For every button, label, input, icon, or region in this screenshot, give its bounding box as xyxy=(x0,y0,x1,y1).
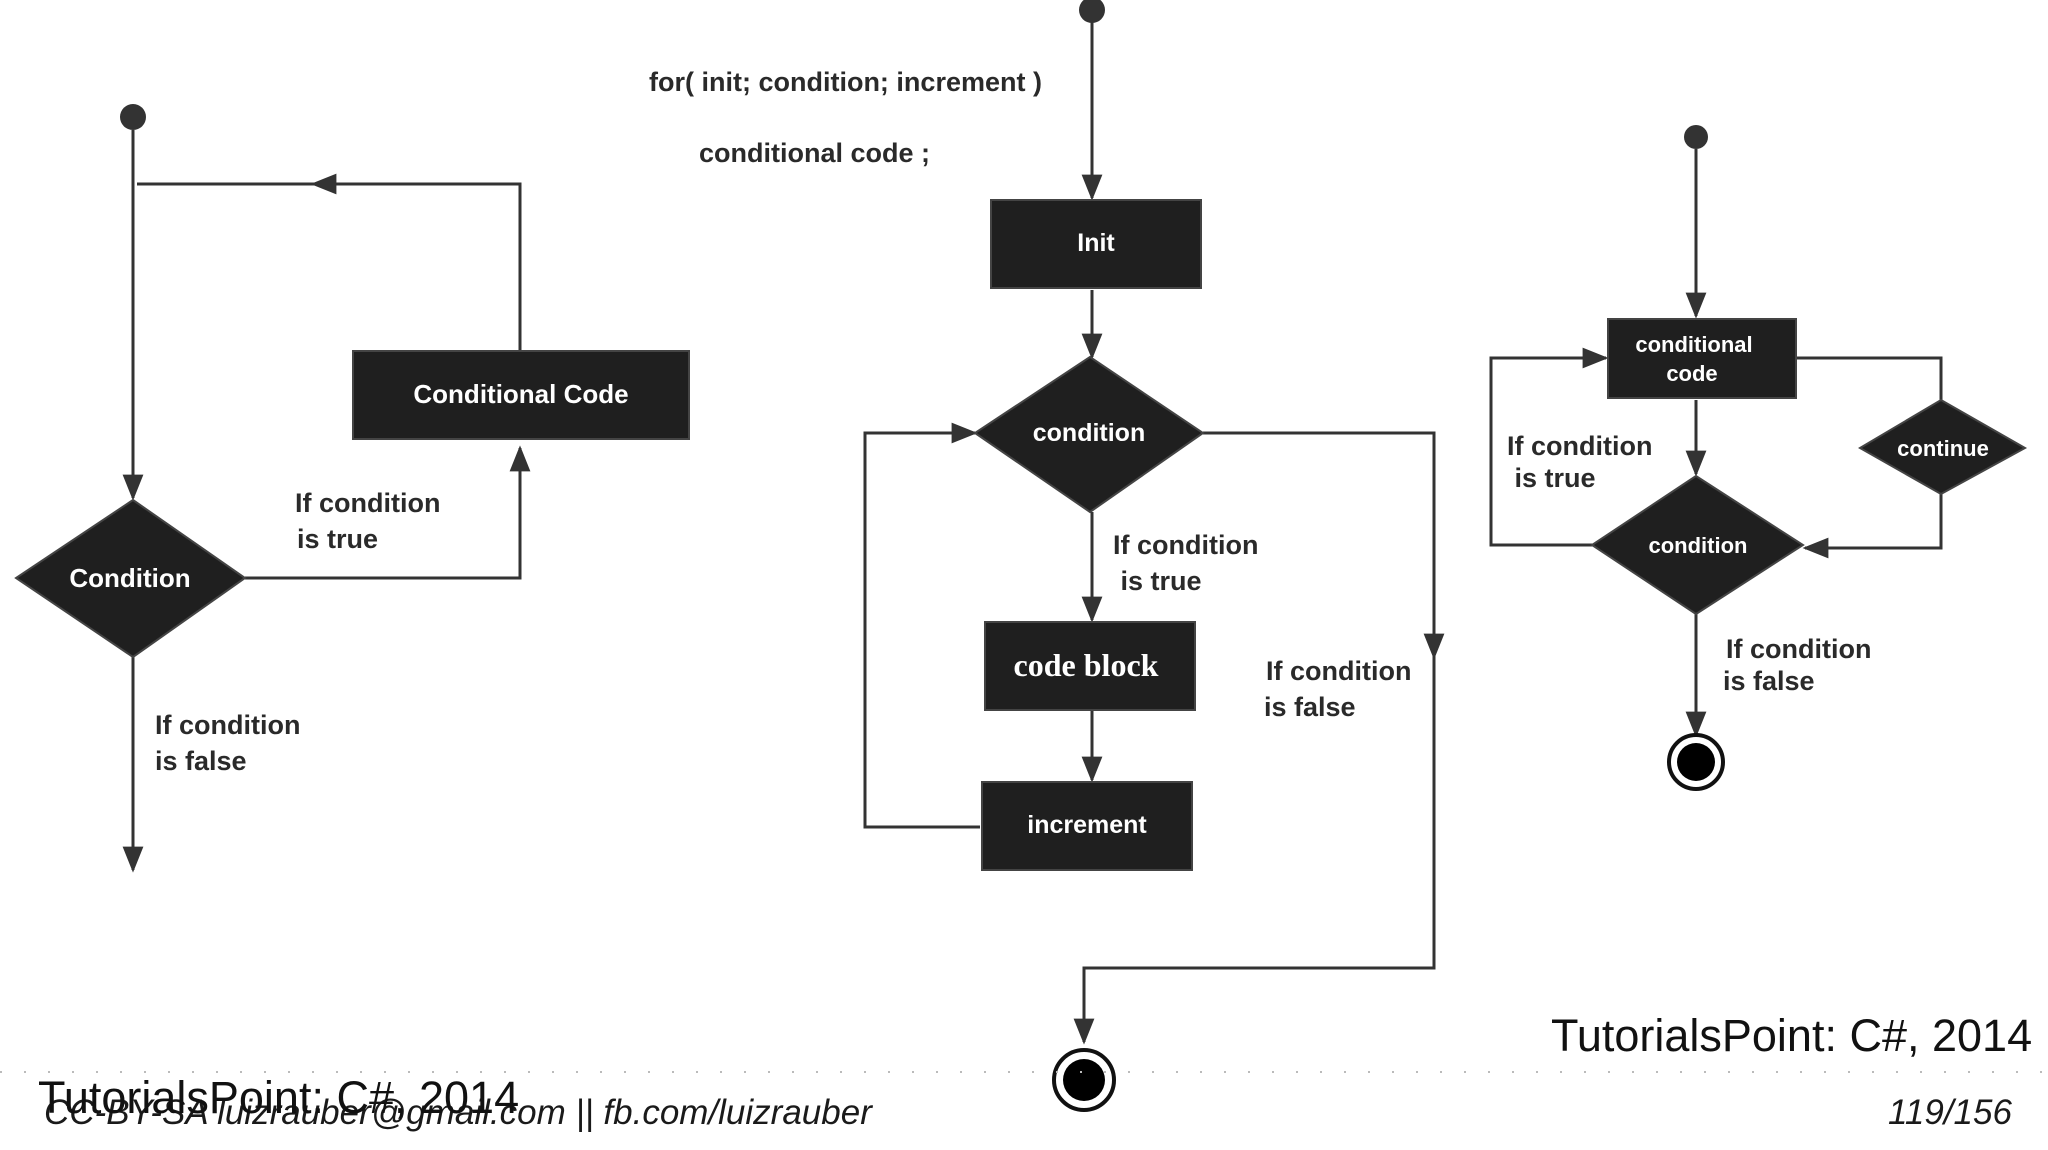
do-while-true-label-1: If condition xyxy=(1507,431,1652,461)
while-false-label-2: is false xyxy=(155,746,247,776)
while-true-label-2: is true xyxy=(297,524,378,554)
for-false-edge xyxy=(1203,431,1445,660)
for-increment-label: increment xyxy=(1027,811,1147,839)
while-true-label-1: If condition xyxy=(295,488,440,518)
do-while-condition-diamond xyxy=(1590,474,1805,616)
for-init-label: Init xyxy=(1077,229,1115,257)
do-while-continue-edge xyxy=(1802,494,1943,559)
for-loop-diagram: for( init; condition; increment ) condit… xyxy=(649,0,1445,1112)
while-loopback-edge xyxy=(310,173,522,350)
while-true-edge xyxy=(245,445,531,580)
while-condition-diamond xyxy=(14,498,247,659)
do-while-code-box xyxy=(1607,318,1797,399)
do-while-false-label-2: is false xyxy=(1723,666,1815,696)
for-increment-box xyxy=(981,781,1193,871)
for-true-label-1: If condition xyxy=(1113,530,1258,560)
for-false-label-1: If condition xyxy=(1266,656,1411,686)
while-loop-diagram: Condition Conditional Code If condition … xyxy=(14,104,690,873)
do-while-false-label-1: If condition xyxy=(1726,634,1871,664)
do-while-loop-diagram: conditional code continue condition If c… xyxy=(1489,125,2028,791)
attribution-left: TutorialsPoint: C#, 2014 xyxy=(38,1072,520,1123)
do-while-code-label-2: code xyxy=(1666,361,1717,386)
do-while-continue-label: continue xyxy=(1897,436,1989,461)
do-while-true-edge xyxy=(1489,347,1609,547)
for-false-label-2: is false xyxy=(1264,692,1356,722)
for-exit-edge xyxy=(1073,655,1436,1045)
footer-license: CC-BY-SA luizrauber@gmail.com || fb.com/… xyxy=(44,1093,872,1132)
while-condition-label: Condition xyxy=(69,563,190,593)
while-code-box xyxy=(352,350,690,440)
for-true-label-2: is true xyxy=(1113,566,1202,596)
for-syntax-line-2: conditional code ; xyxy=(699,138,930,168)
while-start-node xyxy=(120,104,146,130)
do-while-start-node xyxy=(1684,125,1708,149)
for-start-node xyxy=(1079,0,1105,23)
for-init-box xyxy=(990,199,1202,289)
do-while-condition-label: condition xyxy=(1649,533,1748,558)
for-condition-label: condition xyxy=(1033,419,1145,447)
for-code-block-label: code block xyxy=(1014,647,1159,683)
attribution-right: TutorialsPoint: C#, 2014 xyxy=(1551,1010,2033,1061)
for-code-block-box xyxy=(984,621,1196,711)
while-code-label: Conditional Code xyxy=(413,379,628,409)
while-false-label-1: If condition xyxy=(155,710,300,740)
for-syntax-line-1: for( init; condition; increment ) xyxy=(649,67,1042,97)
do-while-continue-diamond xyxy=(1858,398,2028,496)
page-number: 119/156 xyxy=(1888,1093,2012,1132)
for-loopback-edge xyxy=(863,422,980,829)
for-condition-diamond xyxy=(973,355,1205,514)
do-while-continue-branch xyxy=(1794,356,1943,400)
for-end-node xyxy=(1063,1059,1105,1101)
do-while-end-node xyxy=(1677,743,1715,781)
do-while-code-label-1: conditional xyxy=(1635,332,1752,357)
do-while-true-label-2: is true xyxy=(1507,463,1596,493)
